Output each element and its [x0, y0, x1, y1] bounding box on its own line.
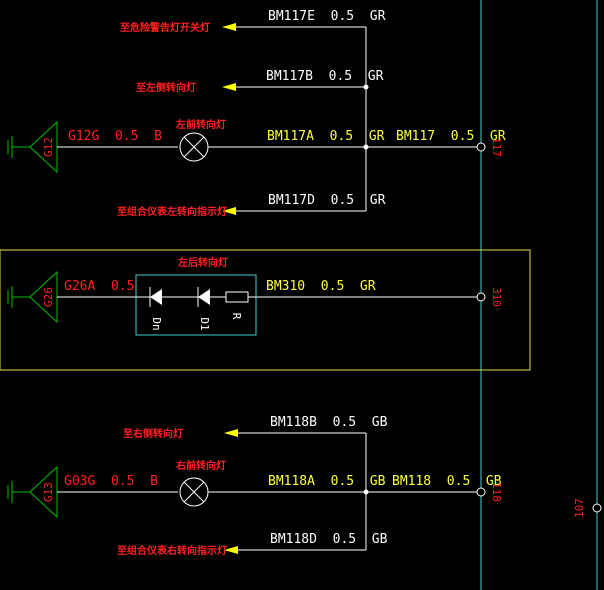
- lamp-symbol: [179, 132, 209, 162]
- led-d1: D1: [197, 287, 211, 331]
- bus-wire-label: BM118 0.5 GB: [392, 474, 502, 489]
- svg-text:R: R: [230, 313, 243, 320]
- far-right-tag: 107: [573, 498, 586, 518]
- connector-pin: [476, 487, 486, 497]
- main-wire-label: BM117A 0.5 GR: [267, 129, 385, 144]
- connector-pin: [476, 142, 486, 152]
- connector-tag: 117: [490, 137, 503, 157]
- lower-block: G13 G03G 0.5 B 右前转向灯 BM118A 0.5 GB BM118…: [7, 415, 503, 557]
- branch-destination: 至危险警告灯开关灯: [120, 21, 210, 34]
- ground-symbol: G12: [7, 120, 58, 174]
- branch-wire-label: BM117B 0.5 GR: [266, 69, 384, 84]
- resistor: R: [225, 291, 249, 320]
- lamp-symbol: [179, 477, 209, 507]
- lamp-label: 左后转向灯: [177, 256, 228, 269]
- main-wire-label: BM310 0.5 GR: [266, 279, 376, 294]
- middle-block: G26 G26A 0.5 B 左后转向灯 Dn D1 R BM310 0.5 G…: [0, 249, 531, 371]
- bus-wire-label: BM117 0.5 GR: [396, 129, 506, 144]
- branch-wire-label: BM118D 0.5 GB: [270, 532, 388, 547]
- branch-wire-label: BM118B 0.5 GB: [270, 415, 388, 430]
- branch-wire-label: BM117D 0.5 GR: [268, 193, 386, 208]
- lamp-label: 右前转向灯: [175, 459, 226, 472]
- upper-block: G12 G12G 0.5 B 左前转向灯 BM117A 0.5 GR BM117…: [7, 9, 506, 218]
- branch-destination: 至组合仪表右转向指示灯: [117, 544, 227, 557]
- branch-destination: 至组合仪表左转向指示灯: [117, 205, 227, 218]
- ground-wire-label: G12G 0.5 B: [68, 129, 162, 144]
- branch-destination: 至左侧转向灯: [136, 81, 196, 94]
- ground-wire-label: G03G 0.5 B: [64, 474, 158, 489]
- lamp-label: 左前转向灯: [175, 118, 226, 131]
- ground-tag: G26: [42, 287, 55, 307]
- connector-pin: [592, 503, 602, 513]
- ground-symbol: G26: [7, 270, 58, 324]
- svg-text:D1: D1: [198, 317, 211, 330]
- ground-tag: G12: [42, 137, 55, 157]
- ground-symbol: G13: [7, 465, 58, 519]
- connector-tag: 310: [490, 287, 503, 307]
- lamp-module: [135, 274, 257, 336]
- main-wire-label: BM118A 0.5 GB: [268, 474, 386, 489]
- connector-tag: 118: [490, 482, 503, 502]
- connector-pin: [476, 292, 486, 302]
- branch-destination: 至右侧转向灯: [123, 427, 183, 440]
- ground-tag: G13: [42, 482, 55, 502]
- led-dn: Dn: [149, 287, 163, 331]
- svg-text:Dn: Dn: [150, 317, 163, 330]
- ground-wire-label: G26A 0.5 B: [64, 279, 158, 294]
- frame: [0, 249, 531, 371]
- branch-wire-label: BM117E 0.5 GR: [268, 9, 386, 24]
